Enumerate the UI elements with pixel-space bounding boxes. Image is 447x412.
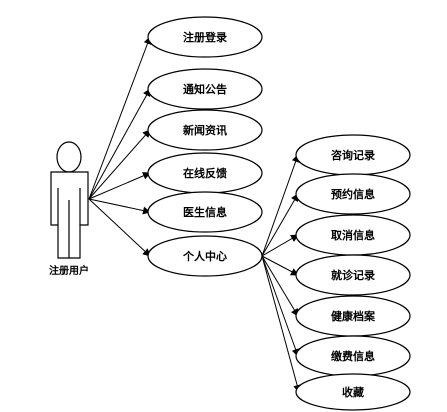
use-case-notice-label: 通知公告 <box>183 82 227 96</box>
connector-personal-consult <box>261 154 300 257</box>
sub-use-case-visit-label: 就诊记录 <box>331 268 375 282</box>
sub-use-case-cancel-label: 取消信息 <box>331 228 375 242</box>
use-case-login[interactable]: 注册登录 <box>147 16 263 58</box>
connector-actor-notice <box>88 88 151 200</box>
use-case-login-label: 注册登录 <box>183 30 227 44</box>
connector-actor-doctor <box>88 198 151 215</box>
connector-personal-appointment <box>261 193 299 257</box>
use-case-notice[interactable]: 通知公告 <box>147 68 263 110</box>
connector-actor-news <box>88 129 151 200</box>
sub-use-case-appointment[interactable]: 预约信息 <box>295 173 411 215</box>
use-case-personal[interactable]: 个人中心 <box>147 235 263 277</box>
use-case-personal-label: 个人中心 <box>182 249 227 263</box>
sub-use-case-payment[interactable]: 缴费信息 <box>295 335 411 377</box>
connector-personal-payment <box>261 255 300 357</box>
use-case-news-label: 新闻资讯 <box>183 123 227 137</box>
use-case-news[interactable]: 新闻资讯 <box>147 109 263 151</box>
connector-personal-health <box>261 255 299 317</box>
use-case-feedback-label: 在线反馈 <box>183 166 227 180</box>
actor-figure <box>50 141 89 259</box>
actor-head <box>56 141 82 173</box>
connector-actor-feedback <box>88 172 151 200</box>
sub-use-case-cancel[interactable]: 取消信息 <box>295 214 411 256</box>
sub-use-case-consult-label: 咨询记录 <box>331 148 375 162</box>
sub-use-case-health[interactable]: 健康档案 <box>295 295 411 337</box>
connector-actor-personal <box>88 198 151 257</box>
use-case-feedback[interactable]: 在线反馈 <box>147 152 263 194</box>
sub-use-case-favorite-label: 收藏 <box>342 385 364 399</box>
sub-use-case-payment-label: 缴费信息 <box>331 349 375 363</box>
actor-label: 注册用户 <box>49 264 89 277</box>
connector-personal-cancel <box>261 234 299 257</box>
sub-use-case-health-label: 健康档案 <box>331 309 376 323</box>
connector-personal-visit <box>261 255 299 276</box>
connector-actor-login <box>88 36 152 200</box>
sub-use-case-visit[interactable]: 就诊记录 <box>295 254 411 296</box>
use-case-doctor[interactable]: 医生信息 <box>147 191 263 233</box>
sub-use-case-appointment-label: 预约信息 <box>331 187 375 201</box>
connector-personal-favorite <box>261 255 302 393</box>
use-case-doctor-label: 医生信息 <box>183 205 227 219</box>
sub-use-case-favorite[interactable]: 收藏 <box>295 373 411 411</box>
sub-use-case-consult[interactable]: 咨询记录 <box>295 134 411 176</box>
